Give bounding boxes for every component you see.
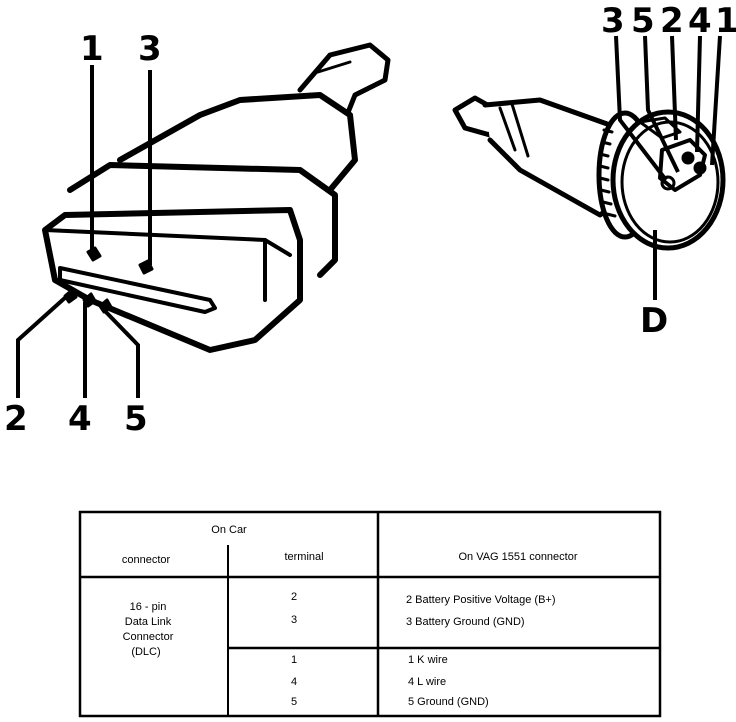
connector-line-4: (DLC): [131, 646, 160, 658]
right-callout-4: 4: [688, 1, 712, 41]
table-header-on-car: On Car: [211, 524, 247, 536]
dlc-plug-drawing: [42, 42, 391, 353]
connector-line-1: 16 - pin: [130, 601, 167, 613]
vag-desc-4: 4 L wire: [408, 676, 446, 688]
terminal-3: 3: [291, 614, 297, 626]
vag-desc-2: 2 Battery Positive Voltage (B+): [406, 594, 556, 606]
connector-line-3: Connector: [123, 631, 174, 643]
left-callout-1: 1: [80, 29, 104, 69]
left-callout-4: 4: [68, 399, 92, 439]
terminal-2: 2: [291, 591, 297, 603]
terminal-4: 4: [291, 676, 297, 688]
table-header-connector: connector: [122, 554, 171, 566]
left-callout-2: 2: [4, 399, 28, 439]
right-callout-5: 5: [631, 1, 655, 41]
table-header-vag: On VAG 1551 connector: [458, 551, 577, 563]
vag-1551-connector-drawing: [452, 95, 726, 251]
right-callout-1: 1: [715, 1, 736, 41]
right-callout-d: D: [640, 301, 668, 341]
vag-desc-1: 1 K wire: [408, 654, 448, 666]
terminal-1: 1: [291, 654, 297, 666]
terminal-5: 5: [291, 696, 297, 708]
table-header-terminal: terminal: [284, 551, 323, 563]
pin-mapping-table: [78, 510, 662, 718]
left-callout-3: 3: [138, 29, 162, 69]
right-callout-3: 3: [601, 1, 625, 41]
vag-desc-5: 5 Ground (GND): [408, 696, 489, 708]
right-leader-lines: [614, 35, 722, 300]
right-callout-2: 2: [660, 1, 684, 41]
connector-line-2: Data Link: [125, 616, 172, 628]
left-callout-5: 5: [124, 399, 148, 439]
left-leader-lines: [16, 65, 152, 398]
vag-desc-3: 3 Battery Ground (GND): [406, 616, 525, 628]
